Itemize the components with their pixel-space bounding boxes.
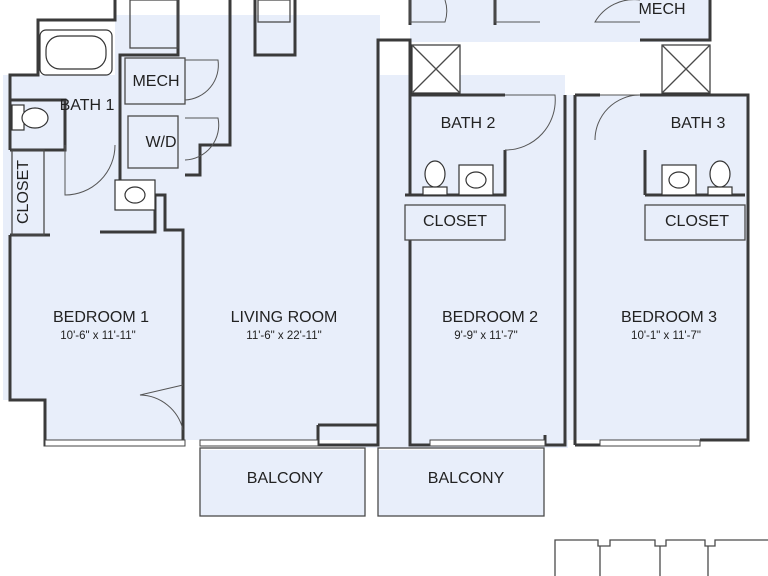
balconies bbox=[199, 447, 545, 517]
balcony-left-label: BALCONY bbox=[247, 470, 324, 487]
floor-fills bbox=[3, 0, 748, 516]
closet2-label: CLOSET bbox=[423, 213, 487, 230]
fixtures bbox=[11, 29, 733, 211]
windows bbox=[44, 439, 701, 447]
bedroom2-label: BEDROOM 2 bbox=[442, 309, 538, 326]
closet3-label: CLOSET bbox=[665, 213, 729, 230]
bedroom1-label: BEDROOM 1 bbox=[53, 309, 149, 326]
bedroom2-size: 9'-9" x 11'-7" bbox=[454, 330, 517, 342]
wd-label: W/D bbox=[145, 134, 176, 151]
mech-left-label: MECH bbox=[132, 73, 179, 90]
key-plan bbox=[554, 539, 768, 576]
room-labels: MECH MECH W/D BATH 1 BATH 2 BATH 3 CLOSE… bbox=[15, 1, 729, 487]
closet1-label: CLOSET bbox=[15, 160, 32, 224]
bath3-label: BATH 3 bbox=[671, 115, 726, 132]
doors bbox=[64, 0, 641, 431]
closet-boxes bbox=[11, 149, 746, 241]
living-room-size: 11'-6" x 22'-11" bbox=[246, 330, 321, 342]
living-room-label: LIVING ROOM bbox=[231, 309, 338, 326]
bedroom3-label: BEDROOM 3 bbox=[621, 309, 717, 326]
bedroom1-size: 10'-6" x 11'-11" bbox=[60, 330, 135, 342]
utility-boxes bbox=[124, 0, 291, 169]
bath2-label: BATH 2 bbox=[441, 115, 496, 132]
balcony-right-label: BALCONY bbox=[428, 470, 505, 487]
bedroom3-size: 10'-1" x 11'-7" bbox=[631, 330, 701, 342]
mech-top-label: MECH bbox=[638, 1, 685, 18]
bath1-label: BATH 1 bbox=[60, 97, 115, 114]
